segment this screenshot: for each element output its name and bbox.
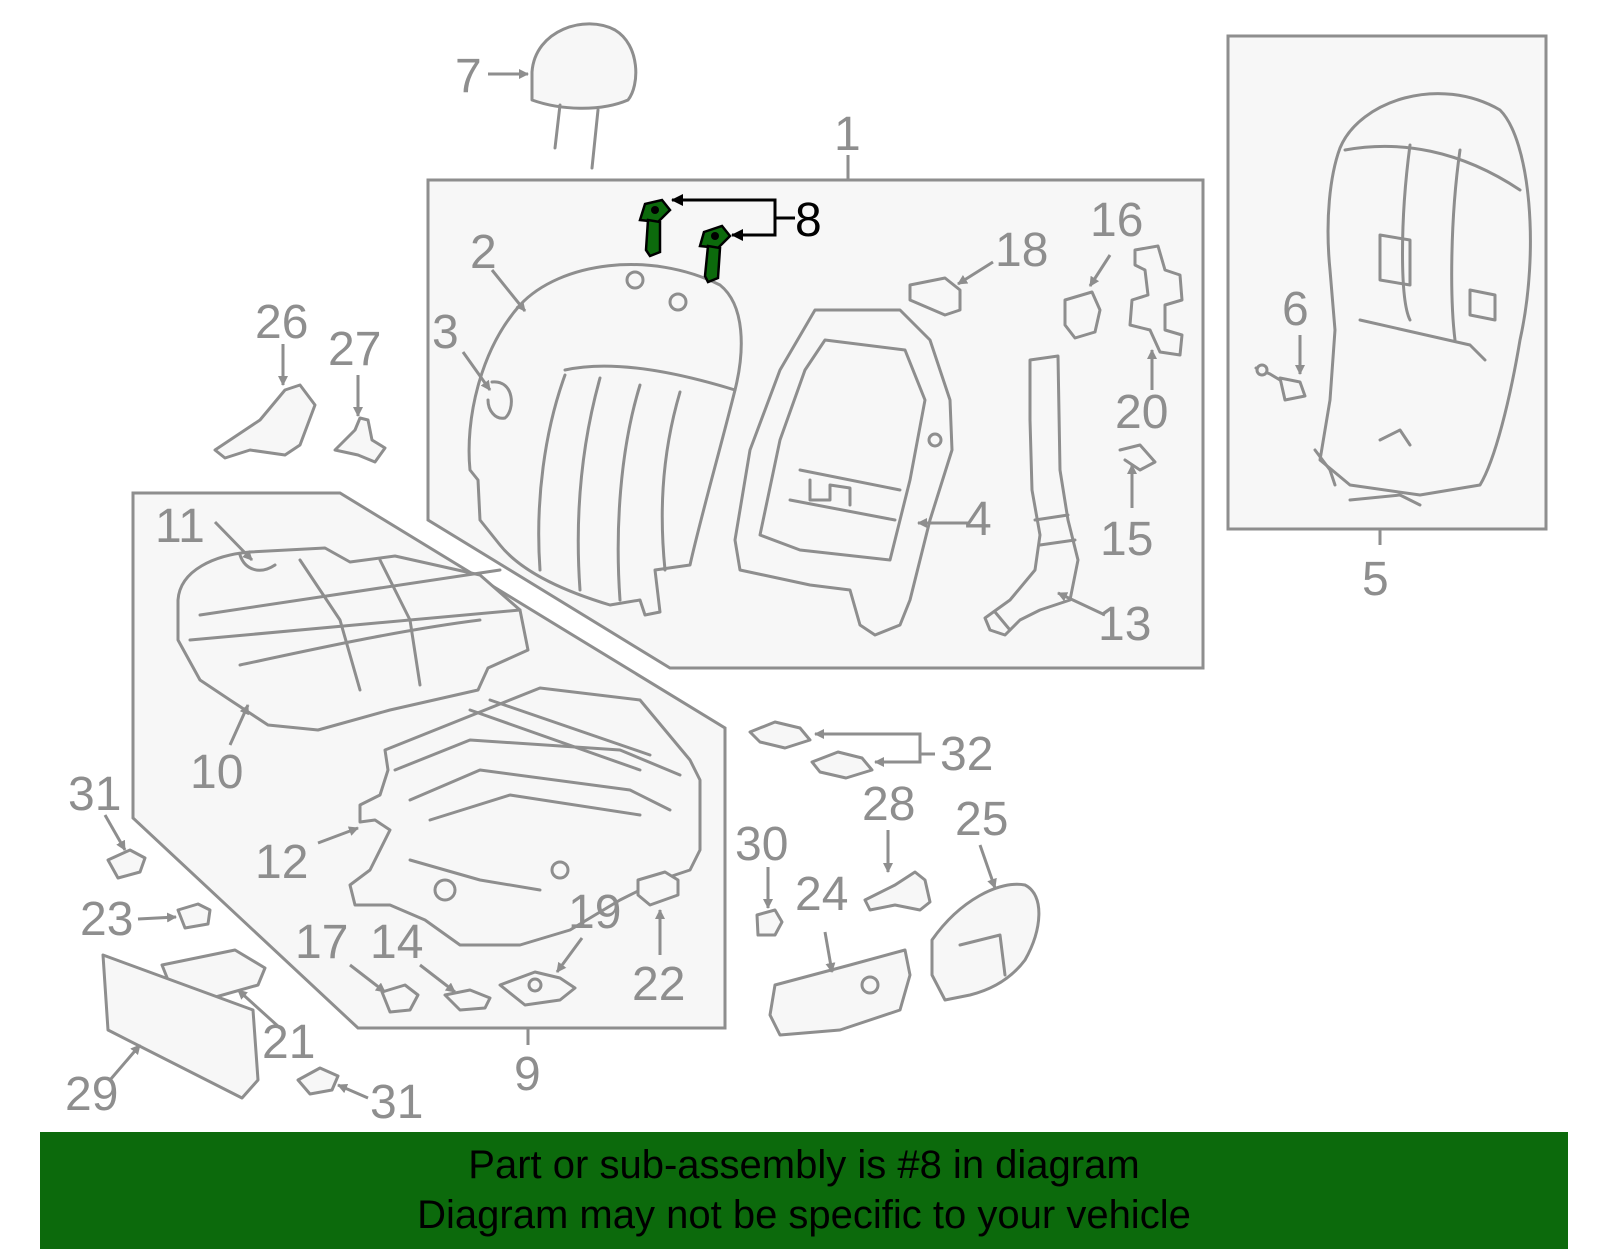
callout-6: 6 <box>1282 283 1309 336</box>
seatback-cover-part <box>461 263 743 617</box>
info-banner: Part or sub-assembly is #8 in diagram Di… <box>40 1132 1568 1249</box>
headrest-part <box>488 22 638 170</box>
clip-part-30 <box>755 867 784 937</box>
callout-1: 1 <box>834 108 861 161</box>
callout-3: 3 <box>432 306 459 359</box>
callout-27: 27 <box>328 323 381 376</box>
callout-7: 7 <box>455 50 482 103</box>
clip-part-15 <box>1118 443 1157 508</box>
callout-2: 2 <box>470 226 497 279</box>
switch-part-16 <box>1063 254 1112 340</box>
callout-22: 22 <box>632 958 685 1011</box>
callout-26: 26 <box>255 296 308 349</box>
banner-line-part: Part or sub-assembly is #8 in diagram <box>468 1143 1140 1187</box>
callout-29: 29 <box>65 1068 118 1121</box>
callout-20: 20 <box>1115 386 1168 439</box>
callout-9: 9 <box>514 1048 541 1101</box>
trim-part-29 <box>101 953 260 1100</box>
callout-28: 28 <box>862 778 915 831</box>
callout-10: 10 <box>190 746 243 799</box>
callout-8: 8 <box>795 194 822 247</box>
callout-14: 14 <box>370 916 423 969</box>
bracket-part-27 <box>333 375 387 464</box>
module-part-22 <box>636 870 680 955</box>
clip-part-32 <box>748 720 935 780</box>
clip-part-31-lower <box>296 1066 369 1100</box>
clip-part-31-upper <box>103 814 147 880</box>
callout-18: 18 <box>995 224 1048 277</box>
plate-part-19 <box>498 937 584 1007</box>
callout-12: 12 <box>255 836 308 889</box>
callout-31-lower: 31 <box>370 1076 423 1129</box>
rear-seatback-part <box>1313 92 1532 507</box>
harness-part-6 <box>1254 335 1307 402</box>
guide-pin-right <box>698 224 732 284</box>
guide-pin-left <box>638 198 672 258</box>
callout-16: 16 <box>1090 194 1143 247</box>
seatback-frame-part <box>733 308 968 637</box>
duct-part <box>983 354 1106 637</box>
side-trim-part-24 <box>768 931 912 1037</box>
callout-4: 4 <box>965 493 992 546</box>
side-cover-part-25 <box>930 844 1041 1002</box>
cushion-frame-part <box>317 686 702 947</box>
cushion-cover-part <box>176 520 530 746</box>
guide-pin-part-8 <box>638 194 795 284</box>
callout-5: 5 <box>1362 553 1389 606</box>
callout-13: 13 <box>1098 598 1151 651</box>
callout-31-upper: 31 <box>68 768 121 821</box>
trim-part-26 <box>213 344 317 460</box>
callout-19: 19 <box>568 886 621 939</box>
callout-15: 15 <box>1100 513 1153 566</box>
callout-23: 23 <box>80 893 133 946</box>
callout-25: 25 <box>955 793 1008 846</box>
bracket-part-28 <box>863 830 932 912</box>
bracket-part-14 <box>419 963 492 1012</box>
banner-line-disclaimer: Diagram may not be specific to your vehi… <box>417 1193 1191 1237</box>
callout-11: 11 <box>155 500 205 553</box>
cover-part-17 <box>349 963 420 1014</box>
callout-21: 21 <box>262 1016 315 1069</box>
callout-30: 30 <box>735 818 788 871</box>
connector-part-23 <box>137 902 212 930</box>
clip-part-18 <box>908 260 994 317</box>
callout-17: 17 <box>295 916 348 969</box>
callout-24: 24 <box>795 868 848 921</box>
callout-32: 32 <box>940 728 993 781</box>
bracket-part-20 <box>1128 244 1184 390</box>
